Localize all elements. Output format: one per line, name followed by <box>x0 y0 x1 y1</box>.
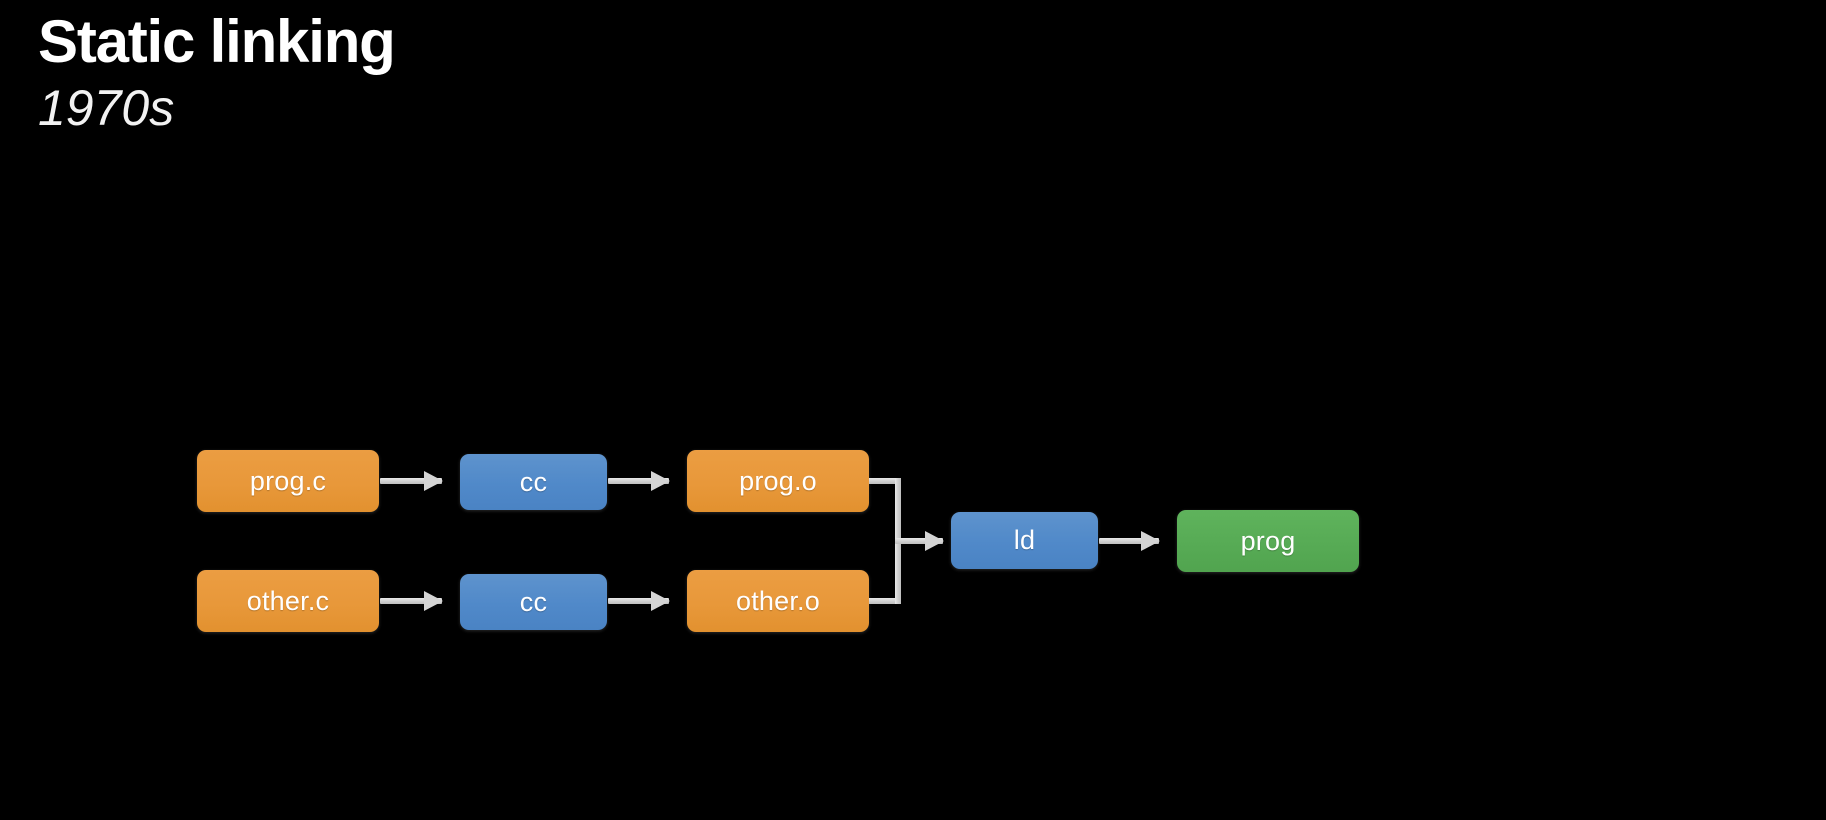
node-ld[interactable]: ld <box>951 512 1098 569</box>
edge-cc-to-other-o <box>608 591 670 611</box>
node-label: cc <box>519 586 548 617</box>
arrow-shaft <box>608 478 669 484</box>
edge-other-c-to-cc <box>380 591 443 611</box>
node-prog-o[interactable]: prog.o <box>687 450 869 512</box>
node-label: cc <box>519 466 548 497</box>
node-label: prog <box>1240 525 1296 556</box>
node-other-o[interactable]: other.o <box>687 570 869 632</box>
arrow-head-icon <box>1141 531 1160 551</box>
edge-merge-to-ld <box>895 531 944 551</box>
node-label: prog.c <box>249 465 327 496</box>
arrow-head-icon <box>424 471 443 491</box>
edge-ld-to-prog <box>1099 531 1160 551</box>
edge-other-o-elbow-horizontal <box>869 598 901 604</box>
node-label: other.o <box>736 585 820 616</box>
arrow-head-icon <box>651 471 670 491</box>
node-other-c[interactable]: other.c <box>197 570 379 632</box>
node-cc-top[interactable]: cc <box>460 454 607 510</box>
node-prog[interactable]: prog <box>1177 510 1359 572</box>
arrow-shaft <box>380 478 442 484</box>
arrow-head-icon <box>424 591 443 611</box>
arrow-head-icon <box>651 591 670 611</box>
edge-prog-o-elbow-horizontal <box>869 478 901 484</box>
arrow-shaft <box>1099 538 1159 544</box>
page-title: Static linking <box>38 8 396 75</box>
edge-cc-to-prog-o <box>608 471 670 491</box>
node-label: other.c <box>246 585 330 616</box>
arrow-head-icon <box>925 531 944 551</box>
node-cc-bottom[interactable]: cc <box>460 574 607 630</box>
arrow-shaft <box>895 538 943 544</box>
page-subtitle: 1970s <box>38 80 175 136</box>
slide-heading: Static linking 1970s <box>38 6 938 138</box>
arrow-shaft <box>380 598 442 604</box>
arrow-shaft <box>608 598 669 604</box>
edge-prog-c-to-cc <box>380 471 443 491</box>
node-label: ld <box>1013 525 1036 555</box>
node-label: prog.o <box>739 465 817 496</box>
node-prog-c[interactable]: prog.c <box>197 450 379 512</box>
